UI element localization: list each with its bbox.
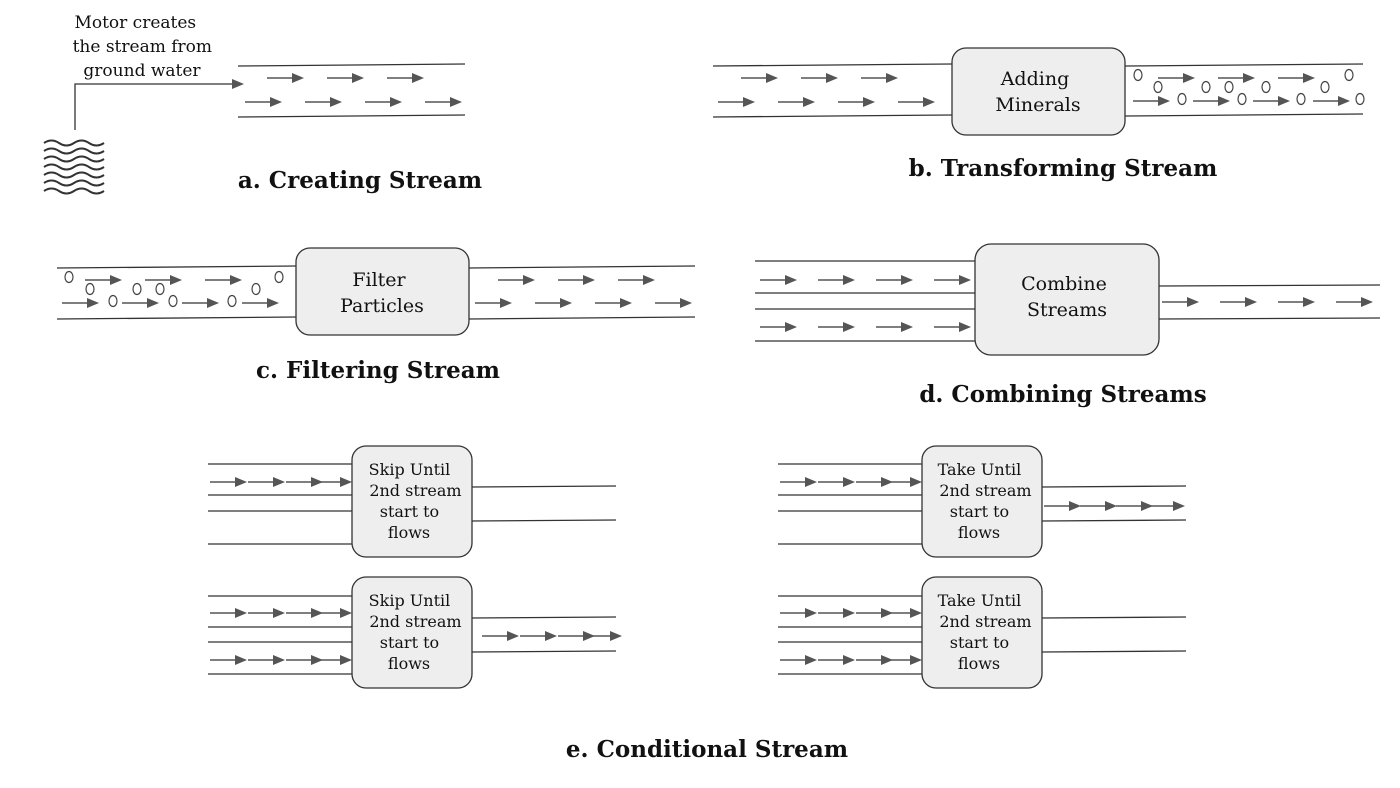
filter-particles-box bbox=[295, 247, 470, 336]
caption-creating-stream: a. Creating Stream bbox=[238, 167, 482, 194]
input-pipe-with-particles bbox=[56, 265, 297, 320]
adding-minerals-box bbox=[951, 47, 1126, 136]
output-pipe-with-minerals bbox=[1124, 63, 1365, 117]
combine-streams-box bbox=[974, 243, 1160, 356]
stream-pipe bbox=[237, 63, 466, 118]
input-pipe bbox=[712, 63, 953, 118]
output-pipe bbox=[468, 265, 696, 320]
caption-conditional-stream: e. Conditional Stream bbox=[566, 736, 848, 763]
panel-conditional-stream: Skip Until 2nd stream start to flows Tak… bbox=[208, 445, 1187, 763]
take-until-label: Take Until 2nd stream start to flows bbox=[938, 591, 1037, 673]
caption-combining-streams: d. Combining Streams bbox=[919, 381, 1206, 408]
filter-particles-label: Filter Particles bbox=[340, 269, 424, 317]
take-until-case-2: Take Until 2nd stream start to flows bbox=[778, 576, 1187, 689]
panel-filtering-stream: Filter Particles c. Filtering Stream bbox=[56, 247, 696, 384]
caption-filtering-stream: c. Filtering Stream bbox=[256, 357, 500, 384]
adding-minerals-label: Adding Minerals bbox=[995, 68, 1080, 116]
panel-combining-streams: Combine Streams d. Combining Streams bbox=[755, 243, 1381, 408]
skip-until-box bbox=[351, 576, 473, 689]
take-until-box bbox=[921, 445, 1043, 558]
input-stream-2 bbox=[755, 308, 975, 342]
skip-until-case-2: Skip Until 2nd stream start to flows bbox=[208, 576, 623, 689]
motor-pipe bbox=[74, 79, 244, 130]
take-until-label: Take Until 2nd stream start to flows bbox=[938, 460, 1037, 542]
panel-transforming-stream: Adding Minerals b. Transforming Stream bbox=[712, 47, 1365, 182]
input-stream-1 bbox=[755, 260, 975, 294]
skip-until-label: Skip Until 2nd stream start to flows bbox=[369, 460, 467, 542]
skip-until-box bbox=[351, 445, 473, 558]
caption-transforming-stream: b. Transforming Stream bbox=[909, 155, 1218, 182]
ground-water-icon bbox=[43, 139, 105, 195]
take-until-box bbox=[921, 576, 1043, 689]
skip-until-label: Skip Until 2nd stream start to flows bbox=[369, 591, 467, 673]
skip-until-case-1: Skip Until 2nd stream start to flows bbox=[208, 445, 617, 558]
output-stream bbox=[1158, 284, 1381, 320]
combine-streams-label: Combine Streams bbox=[1021, 273, 1113, 321]
motor-note: Motor creates the stream from ground wat… bbox=[73, 13, 218, 81]
panel-creating-stream: Motor creates the stream from ground wat… bbox=[43, 13, 482, 195]
take-until-case-1: Take Until 2nd stream start to flows bbox=[778, 445, 1187, 558]
